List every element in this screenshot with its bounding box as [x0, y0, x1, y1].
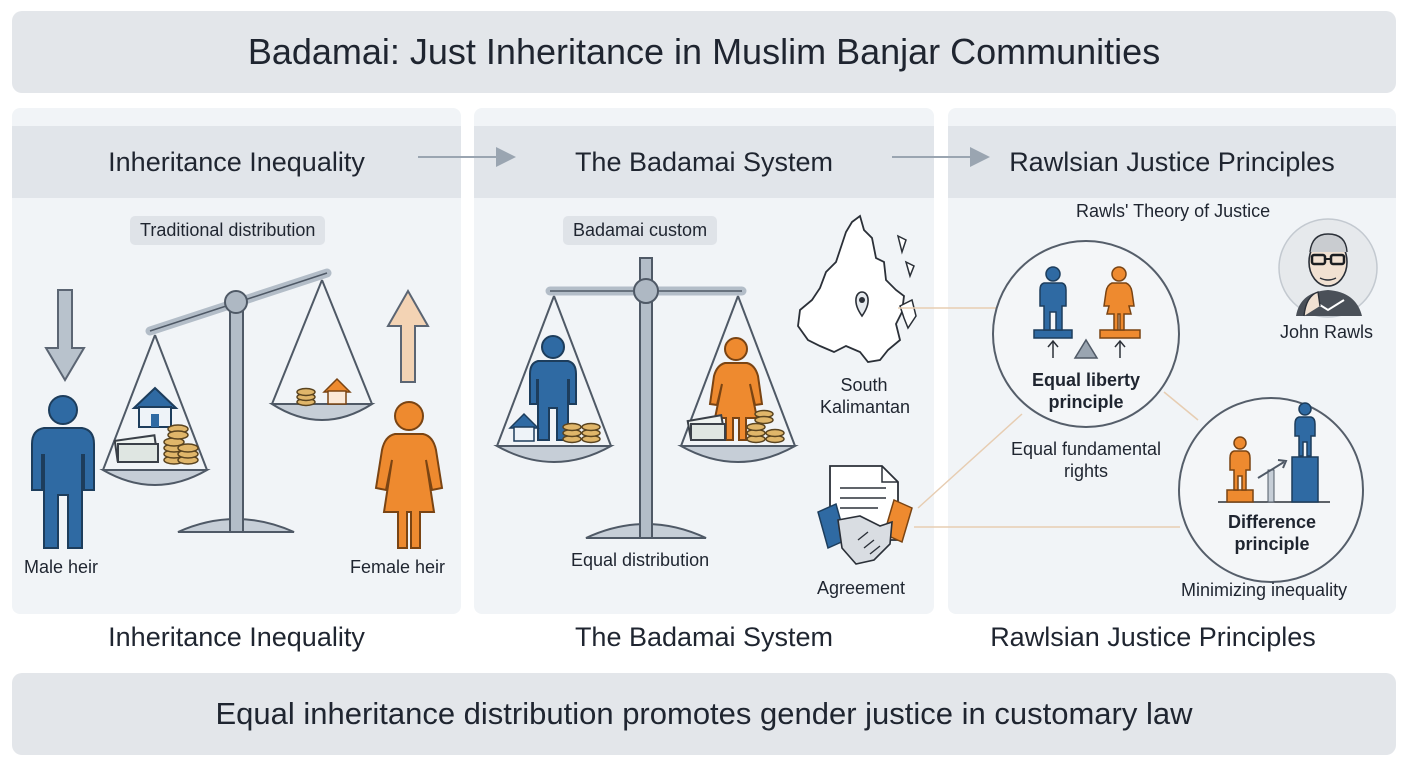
male-heir-label: Male heir [24, 557, 99, 577]
male-figure-tiny [1039, 266, 1067, 331]
handshake-icon [817, 498, 913, 565]
john-rawls-label: John Rawls [1280, 322, 1374, 342]
caption-inequality: Inheritance Inequality [108, 622, 365, 652]
steps-icon [1218, 456, 1330, 503]
portrait-icon [1278, 218, 1378, 318]
minimizing-inequality-label: Minimizing inequality [1181, 580, 1348, 600]
house-icon [131, 386, 179, 428]
equal-scale-icon [493, 257, 799, 539]
female-heir-label: Female heir [350, 557, 446, 577]
unequal-scale-icon [99, 268, 376, 533]
south-kalimantan-label: South Kalimantan [820, 375, 911, 417]
caption-rawls: Rawlsian Justice Principles [990, 622, 1316, 652]
equal-rights-label: Equal fundamental rights [1010, 439, 1162, 481]
coins-icon [562, 422, 601, 444]
panel-heading-inequality: Inheritance Inequality [12, 126, 461, 198]
connector-line [917, 413, 1023, 509]
panel-heading-badamai: The Badamai System [474, 126, 934, 198]
house-icon [508, 412, 540, 442]
coins-icon [163, 424, 199, 465]
equal-distribution-label: Equal distribution [571, 550, 710, 570]
male-figure-tiny [1294, 402, 1316, 457]
coins-icon [746, 409, 785, 444]
cash-icon [686, 414, 726, 441]
cash-icon [113, 434, 159, 463]
conclusion-banner: Equal inheritance distribution promotes … [12, 673, 1396, 755]
map-pin-icon [855, 291, 869, 318]
rawls-theory-label: Rawls' Theory of Justice [1076, 201, 1271, 221]
house-icon [322, 377, 352, 405]
difference-principle-label: Difference principle [1227, 512, 1317, 554]
map-icon [797, 214, 917, 363]
page-title: Badamai: Just Inheritance in Muslim Banj… [12, 11, 1396, 93]
seesaw-icon [1033, 329, 1141, 359]
caption-badamai: The Badamai System [574, 622, 834, 652]
male-figure-small [529, 335, 577, 441]
female-figure-tiny [1229, 436, 1251, 491]
connector-line [1163, 391, 1199, 421]
female-figure-tiny [1103, 266, 1135, 331]
agreement-label: Agreement [817, 578, 906, 598]
female-figure-small [708, 337, 764, 441]
coins-icon [296, 387, 316, 407]
badamai-custom-tag: Badamai custom [563, 216, 718, 245]
traditional-distribution-tag: Traditional distribution [130, 216, 326, 245]
female-heir-figure [374, 401, 444, 549]
male-heir-figure [31, 395, 95, 549]
arrow-up-icon [386, 288, 430, 383]
panel-heading-rawls: Rawlsian Justice Principles [948, 126, 1396, 198]
equal-liberty-label: Equal liberty principle [1031, 370, 1141, 412]
arrow-down-icon [44, 289, 86, 382]
